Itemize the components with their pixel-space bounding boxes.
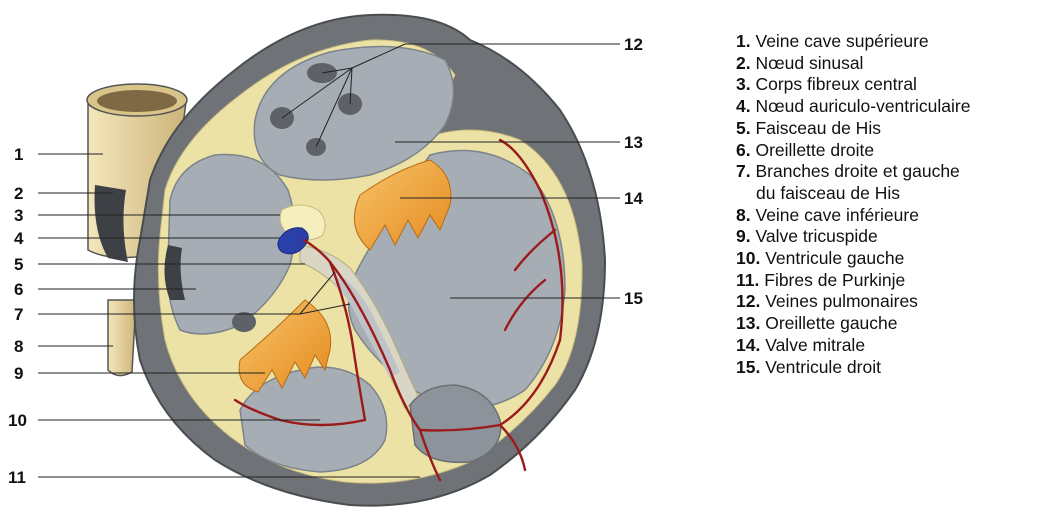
legend-text: Valve mitrale (765, 335, 865, 355)
callout-7: 7 (14, 305, 23, 324)
callout-6: 6 (14, 280, 23, 299)
legend-number: 6. (736, 140, 751, 160)
callout-14: 14 (624, 189, 643, 208)
legend-item-3: 3. Corps fibreux central (736, 74, 970, 96)
callout-4: 4 (14, 229, 24, 248)
callout-9: 9 (14, 364, 23, 383)
legend-text-continuation: du faisceau de His (736, 183, 970, 205)
legend-text: Fibres de Purkinje (764, 270, 905, 290)
legend-number: 1. (736, 31, 751, 51)
legend-number: 9. (736, 226, 751, 246)
callout-5: 5 (14, 255, 23, 274)
legend-text: Branches droite et gauche (755, 161, 959, 181)
legend-number: 10. (736, 248, 760, 268)
legend-number: 5. (736, 118, 751, 138)
callout-15: 15 (624, 289, 643, 308)
legend-number: 13. (736, 313, 760, 333)
legend-item-2: 2. Nœud sinusal (736, 53, 970, 75)
callout-11: 11 (8, 468, 26, 487)
callout-1: 1 (14, 145, 23, 164)
legend-item-9: 9. Valve tricuspide (736, 226, 970, 248)
legend-text: Veine cave supérieure (755, 31, 928, 51)
callout-12: 12 (624, 35, 643, 54)
legend-text: Veine cave inférieure (755, 205, 918, 225)
coronary-sinus-opening (232, 312, 256, 332)
callout-13: 13 (624, 133, 643, 152)
legend-number: 11. (736, 270, 759, 290)
legend-item-8: 8. Veine cave inférieure (736, 205, 970, 227)
legend-item-10: 10. Ventricule gauche (736, 248, 970, 270)
legend-text: Valve tricuspide (755, 226, 877, 246)
legend-number: 8. (736, 205, 751, 225)
callout-10: 10 (8, 411, 27, 430)
inferior-vena-cava (108, 300, 136, 376)
legend-item-13: 13. Oreillette gauche (736, 313, 970, 335)
legend-text: Nœud sinusal (755, 53, 863, 73)
legend-number: 4. (736, 96, 751, 116)
legend-item-1: 1. Veine cave supérieure (736, 31, 970, 53)
callout-3: 3 (14, 206, 23, 225)
legend-text: Veines pulmonaires (765, 291, 918, 311)
legend-text: Nœud auriculo-ventriculaire (755, 96, 970, 116)
legend-item-15: 15. Ventricule droit (736, 357, 970, 379)
legend-item-11: 11. Fibres de Purkinje (736, 270, 970, 292)
legend-text: Corps fibreux central (755, 74, 916, 94)
legend-number: 2. (736, 53, 751, 73)
legend-text: Ventricule gauche (765, 248, 904, 268)
legend-number: 15. (736, 357, 760, 377)
callout-8: 8 (14, 337, 23, 356)
legend-text: Oreillette gauche (765, 313, 897, 333)
legend-item-5: 5. Faisceau de His (736, 118, 970, 140)
legend-item-14: 14. Valve mitrale (736, 335, 970, 357)
legend-number: 7. (736, 161, 751, 181)
legend-number: 14. (736, 335, 760, 355)
legend-number: 12. (736, 291, 760, 311)
legend-item-12: 12. Veines pulmonaires (736, 291, 970, 313)
legend-item-4: 4. Nœud auriculo-ventriculaire (736, 96, 970, 118)
callout-2: 2 (14, 184, 23, 203)
legend-number: 3. (736, 74, 751, 94)
legend-text: Oreillette droite (755, 140, 874, 160)
legend-text: Ventricule droit (765, 357, 881, 377)
legend-item-6: 6. Oreillette droite (736, 140, 970, 162)
legend-text: Faisceau de His (755, 118, 880, 138)
